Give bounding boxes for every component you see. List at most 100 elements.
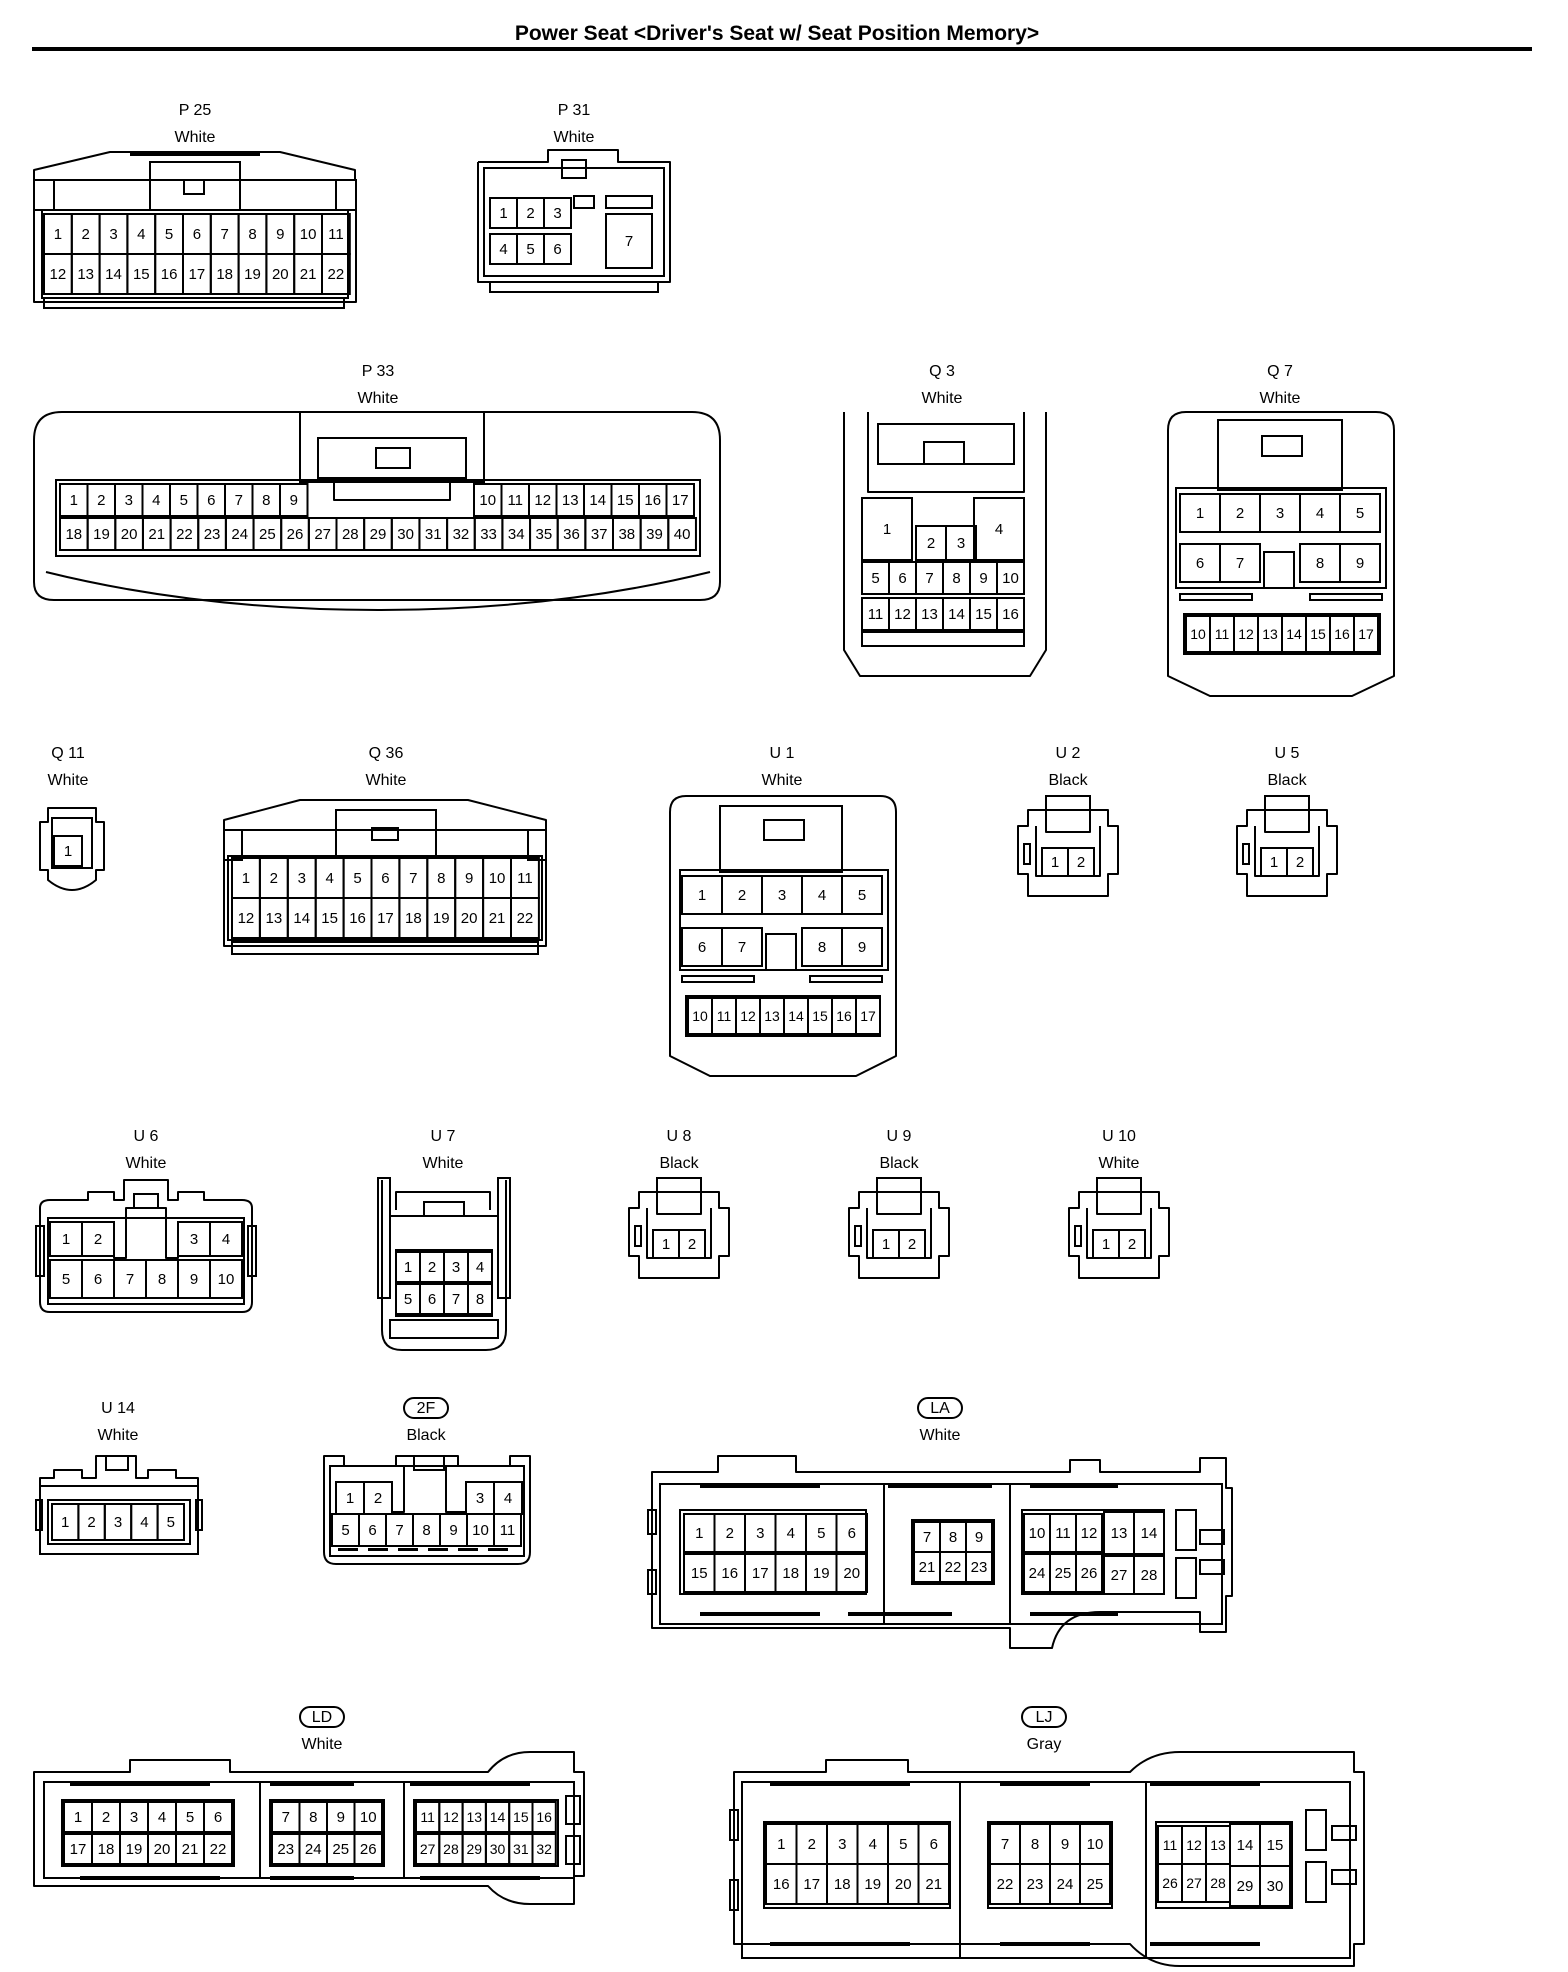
pin-number: 13 bbox=[266, 910, 283, 927]
pin-number: 9 bbox=[465, 870, 473, 887]
pin-number: 3 bbox=[114, 1514, 122, 1531]
pin-cavity bbox=[1133, 1511, 1165, 1555]
pin-number: 28 bbox=[1210, 1875, 1226, 1891]
pin-number: 25 bbox=[1055, 1565, 1072, 1582]
pin-cavity bbox=[493, 1513, 522, 1547]
pin-cavity bbox=[996, 561, 1025, 595]
pin-number: 10 bbox=[1002, 570, 1019, 587]
pin-number: 16 bbox=[1334, 626, 1350, 642]
pin-number: 17 bbox=[672, 492, 689, 509]
pin-number: 2 bbox=[374, 1490, 382, 1507]
pin-cavity bbox=[203, 1833, 233, 1865]
pin-number: 10 bbox=[360, 1809, 377, 1826]
pin-number: 1 bbox=[54, 226, 62, 243]
pin-number: 16 bbox=[836, 1008, 852, 1024]
pin-number: 16 bbox=[644, 492, 661, 509]
pin-number: 21 bbox=[925, 1876, 942, 1893]
pin-number: 20 bbox=[154, 1841, 171, 1858]
pin-number: 26 bbox=[287, 526, 304, 543]
pin-number: 17 bbox=[1358, 626, 1374, 642]
connector-name: 2F bbox=[417, 1400, 436, 1417]
pin-number: 9 bbox=[449, 1522, 457, 1539]
pin-number: 11 bbox=[868, 606, 884, 623]
pin-cavity bbox=[209, 1221, 243, 1257]
pin-number: 8 bbox=[952, 570, 960, 587]
pin-number: 12 bbox=[1238, 626, 1254, 642]
pin-cavity bbox=[841, 927, 883, 967]
pin-number: 15 bbox=[812, 1008, 828, 1024]
pin-number: 26 bbox=[1162, 1875, 1178, 1891]
pin-cavity bbox=[1259, 1865, 1291, 1907]
pin-number: 8 bbox=[949, 1529, 957, 1546]
pin-number: 2 bbox=[738, 887, 746, 904]
pin-number: 2 bbox=[726, 1525, 734, 1542]
pin-cavity bbox=[156, 1503, 186, 1541]
pin-number: 12 bbox=[894, 606, 911, 623]
pin-number: 19 bbox=[433, 910, 450, 927]
pin-number: 9 bbox=[975, 1529, 983, 1546]
pin-number: 28 bbox=[342, 526, 359, 543]
pin-cavity bbox=[678, 1229, 706, 1259]
pin-cavity bbox=[721, 927, 763, 967]
pin-number: 30 bbox=[1267, 1878, 1284, 1895]
connector-name: P 33 bbox=[362, 363, 395, 380]
pin-number: 18 bbox=[405, 910, 422, 927]
pin-number: 3 bbox=[553, 205, 561, 222]
connector-color: White bbox=[1260, 390, 1301, 407]
pin-number: 8 bbox=[437, 870, 445, 887]
pin-number: 4 bbox=[1316, 505, 1324, 522]
pin-number: 15 bbox=[617, 492, 634, 509]
pin-number: 9 bbox=[979, 570, 987, 587]
connector-name: Q 3 bbox=[929, 363, 955, 380]
connector-name: U 9 bbox=[887, 1128, 912, 1145]
pin-number: 1 bbox=[499, 205, 507, 222]
pin-number: 10 bbox=[489, 870, 506, 887]
pin-number: 11 bbox=[507, 492, 523, 509]
pin-number: 4 bbox=[869, 1836, 877, 1853]
pin-number: 17 bbox=[70, 1841, 87, 1858]
pin-number: 19 bbox=[864, 1876, 881, 1893]
pin-number: 27 bbox=[314, 526, 331, 543]
pin-number: 20 bbox=[843, 1565, 860, 1582]
pin-number: 17 bbox=[752, 1565, 769, 1582]
pin-number: 15 bbox=[975, 606, 992, 623]
connector-name: P 25 bbox=[179, 102, 212, 119]
pin-number: 8 bbox=[1031, 1836, 1039, 1853]
pin-number: 24 bbox=[305, 1841, 322, 1858]
pin-number: 23 bbox=[277, 1841, 294, 1858]
pin-cavity bbox=[945, 525, 977, 561]
connector-name: LD bbox=[312, 1709, 332, 1726]
pin-number: 24 bbox=[1029, 1565, 1046, 1582]
pin-number: 19 bbox=[244, 266, 261, 283]
pin-number: 1 bbox=[74, 1809, 82, 1826]
pin-cavity bbox=[667, 517, 697, 551]
connector-color: White bbox=[366, 772, 407, 789]
pin-number: 14 bbox=[1141, 1525, 1158, 1542]
connector-color: White bbox=[175, 129, 216, 146]
connector-color: White bbox=[48, 772, 89, 789]
pin-number: 5 bbox=[165, 226, 173, 243]
pin-number: 2 bbox=[97, 492, 105, 509]
pin-number: 7 bbox=[282, 1809, 290, 1826]
pin-number: 3 bbox=[778, 887, 786, 904]
pin-number: 4 bbox=[476, 1259, 484, 1276]
connector-color: Black bbox=[1048, 772, 1088, 789]
pin-number: 11 bbox=[1163, 1837, 1178, 1853]
pin-number: 11 bbox=[500, 1522, 516, 1539]
pin-number: 3 bbox=[1276, 505, 1284, 522]
pin-number: 1 bbox=[883, 521, 891, 538]
pin-cavity bbox=[861, 497, 913, 561]
pin-number: 11 bbox=[517, 870, 533, 887]
pin-cavity bbox=[1353, 615, 1379, 653]
pin-number: 8 bbox=[248, 226, 256, 243]
pin-number: 20 bbox=[121, 526, 138, 543]
pin-number: 15 bbox=[133, 266, 150, 283]
connector-name: U 5 bbox=[1275, 745, 1300, 762]
pin-number: 14 bbox=[293, 910, 310, 927]
pin-number: 25 bbox=[259, 526, 276, 543]
connector-name: LJ bbox=[1036, 1709, 1053, 1726]
pin-number: 20 bbox=[461, 910, 478, 927]
